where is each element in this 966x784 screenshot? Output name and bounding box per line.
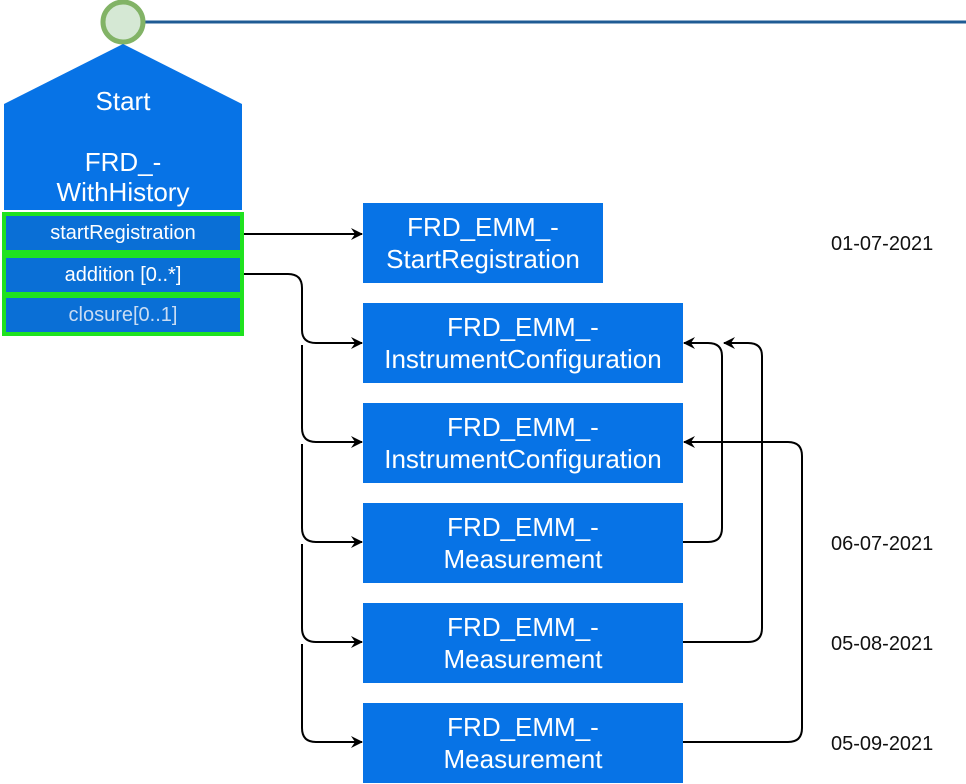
node-start-registration[interactable]: FRD_EMM_- StartRegistration (363, 203, 603, 283)
timeline-start-circle[interactable] (100, 0, 146, 45)
connector-chain-m3 (301, 644, 363, 748)
connector-addition-ic1 (244, 273, 363, 349)
node-instrument-configuration-2[interactable]: FRD_EMM_- InstrumentConfiguration (363, 403, 683, 483)
connector-chain-m1 (301, 444, 363, 548)
port-start-registration[interactable]: startRegistration (2, 212, 244, 254)
date-label: 05-09-2021 (831, 733, 934, 755)
connector-chain-ic2 (301, 345, 363, 448)
port-addition[interactable]: addition [0..*] (2, 254, 244, 296)
node-line2: Measurement (443, 744, 603, 774)
connector-m2-ic1 (683, 337, 763, 643)
connector-chain-m2 (301, 544, 363, 648)
node-line2: Measurement (443, 644, 603, 674)
node-line1: FRD_EMM_- (447, 412, 599, 442)
start-label: Start (95, 86, 151, 116)
port-closure[interactable]: closure[0..1] (2, 294, 244, 336)
node-line1: FRD_EMM_- (447, 312, 599, 342)
date-label: 05-08-2021 (831, 633, 934, 655)
start-subtitle-line2: WithHistory (56, 177, 190, 207)
node-measurement-3[interactable]: FRD_EMM_- Measurement (363, 703, 683, 783)
node-line1: FRD_EMM_- (447, 712, 599, 742)
date-label: 01-07-2021 (831, 233, 934, 255)
node-measurement-1[interactable]: FRD_EMM_- Measurement (363, 503, 683, 583)
node-line2: InstrumentConfiguration (384, 444, 662, 474)
node-line2: StartRegistration (386, 244, 580, 274)
node-line1: FRD_EMM_- (407, 212, 559, 242)
start-subtitle: FRD_- WithHistory (4, 147, 242, 207)
node-instrument-configuration-1[interactable]: FRD_EMM_- InstrumentConfiguration (363, 303, 683, 383)
date-label: 06-07-2021 (831, 533, 934, 555)
node-line1: FRD_EMM_- (447, 512, 599, 542)
node-line2: InstrumentConfiguration (384, 344, 662, 374)
node-line2: Measurement (443, 544, 603, 574)
start-shape[interactable] (4, 44, 242, 210)
node-measurement-2[interactable]: FRD_EMM_- Measurement (363, 603, 683, 683)
start-subtitle-line1: FRD_- (84, 147, 162, 177)
connector-m3-ic2 (683, 436, 803, 743)
node-line1: FRD_EMM_- (447, 612, 599, 642)
